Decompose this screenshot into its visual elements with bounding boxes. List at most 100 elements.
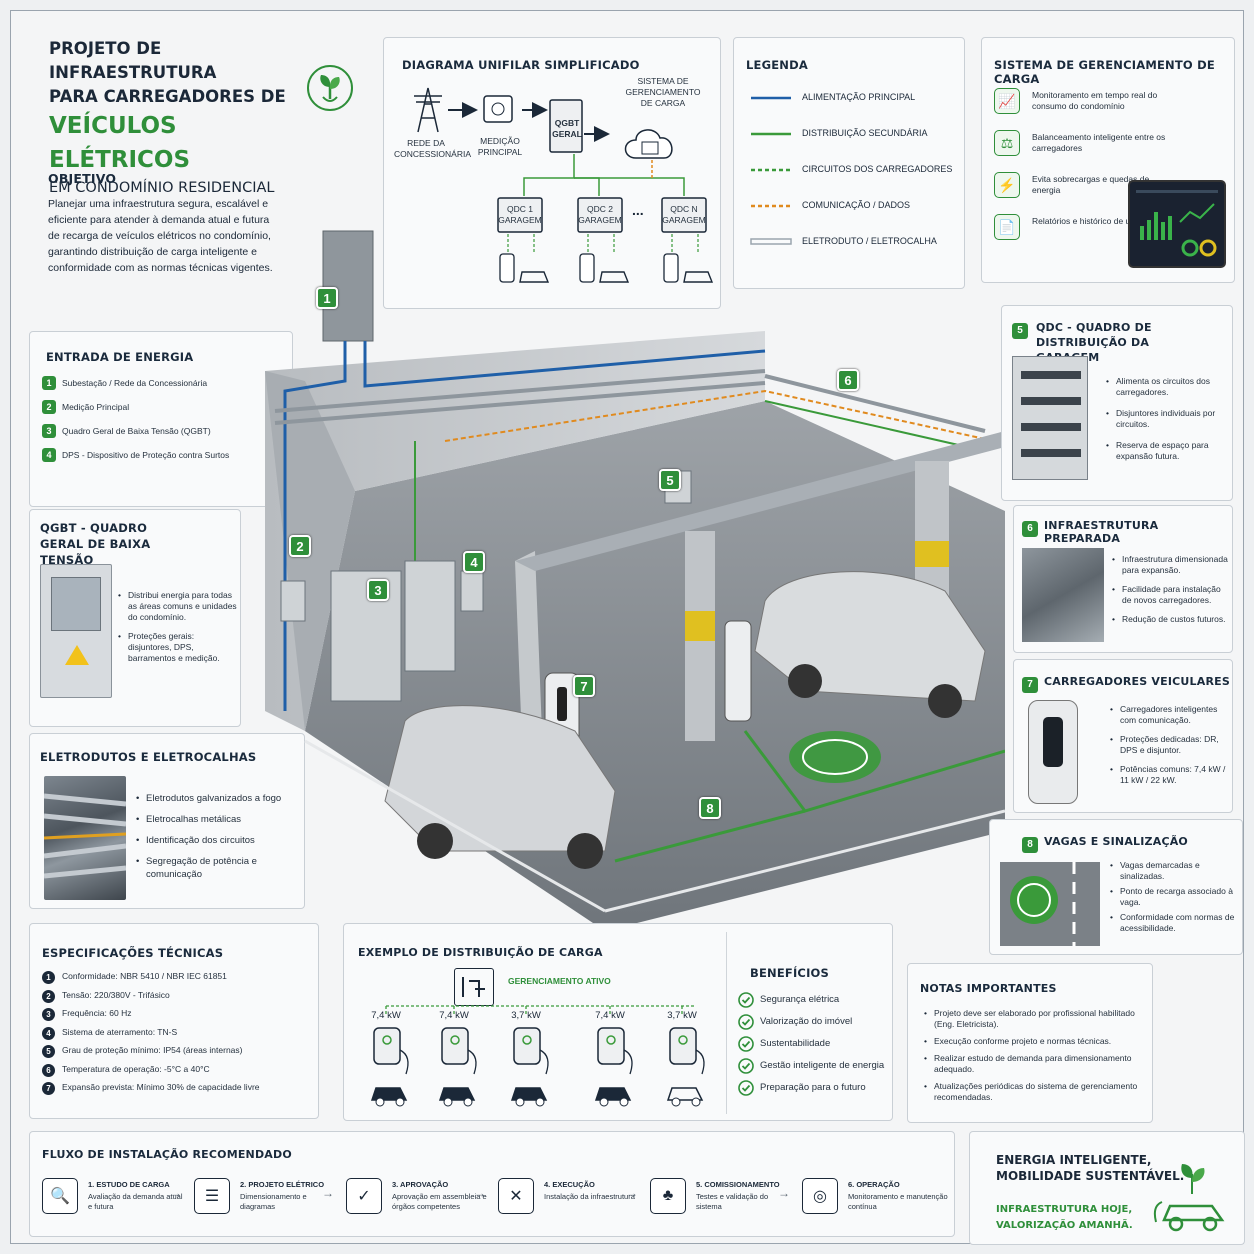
spec-item-label: Grau de proteção mínimo: IP54 (áreas int… — [62, 1045, 243, 1055]
carregadores-number: 7 — [1022, 676, 1038, 693]
carregadores-title: CARREGADORES VEICULARES — [1044, 675, 1230, 688]
qdc2-label: QDC 2 GARAGEM — [578, 204, 622, 225]
legend-label: DISTRIBUIÇÃO SECUNDÁRIA — [802, 128, 928, 138]
substation-box — [322, 230, 374, 342]
flow-arrow-icon: → — [778, 1186, 790, 1200]
slogan-line-3: INFRAESTRUTURA HOJE, — [996, 1204, 1133, 1215]
flow-step-title: 4. EXECUÇÃO — [544, 1180, 595, 1189]
qgbt-title: QGBT - QUADRO GERAL DE BAIXA TENSÃO — [40, 521, 151, 567]
warning-icon: ⚡ — [994, 172, 1020, 198]
rede-label: REDE DA CONCESSIONÁRIA — [394, 138, 471, 159]
charger-photo — [1028, 700, 1078, 804]
legend-item: ELETRODUTO / ELETROCALHA — [750, 234, 960, 250]
charger-power-label: 3,7 kW — [667, 1010, 697, 1021]
bullet-item: Execução conforme projeto e normas técni… — [924, 1036, 1146, 1047]
flow-step-title: 1. ESTUDO DE CARGA — [88, 1180, 170, 1189]
check-icon — [738, 1080, 754, 1096]
beneficio-item: Valorização do imóvel — [738, 1014, 888, 1036]
fluxo-panel: FLUXO DE INSTALAÇÃO RECOMENDADO 🔍 1. ESTU… — [29, 1131, 955, 1237]
bullet-item: Proteções dedicadas: DR, DPS e disjuntor… — [1110, 734, 1230, 756]
objetivo-text: Planejar uma infraestrutura segura, esca… — [48, 198, 273, 274]
sgc-panel: SISTEMA DE GERENCIAMENTO DE CARGA 📈Monit… — [981, 37, 1235, 283]
vagas-photo — [1000, 862, 1100, 946]
bullet-item: Disjuntores individuais por circuitos. — [1106, 408, 1228, 430]
spec-item-number: 6 — [42, 1063, 55, 1077]
check-icon — [738, 1058, 754, 1074]
checklist-icon: ☰ — [194, 1178, 230, 1214]
bullet-item: Segregação de potência e comunicação — [136, 855, 296, 881]
spec-item-number: 2 — [42, 989, 55, 1003]
spec-item-label: Expansão prevista: Mínimo 30% de capacid… — [62, 1082, 260, 1092]
flow-step-desc: Aprovação em assembleia e órgãos compete… — [392, 1192, 487, 1211]
qgbt-box — [549, 99, 583, 153]
slogan-line-1: ENERGIA INTELIGENTE, — [996, 1153, 1152, 1167]
cloud-server-icon — [624, 129, 673, 159]
ellipsis: ... — [632, 202, 644, 218]
fluxo-title: FLUXO DE INSTALAÇÃO RECOMENDADO — [42, 1148, 292, 1161]
dashboard-tablet — [1128, 180, 1226, 268]
entrada-title: ENTRADA DE ENERGIA — [46, 350, 194, 364]
bullet-item: Infraestrutura dimensionada para expansã… — [1112, 554, 1228, 576]
bullet-item: Facilidade para instalação de novos carr… — [1112, 584, 1228, 606]
entrada-item-number: 3 — [42, 424, 56, 438]
example-charger: 3,7 kW — [508, 1010, 564, 1114]
charger-car-icon — [666, 1027, 705, 1107]
garage-illustration — [265, 230, 1005, 931]
badge-3: 3 — [367, 579, 389, 601]
slogan-line-2: MOBILIDADE SUSTENTÁVEL. — [996, 1169, 1185, 1183]
bullet-item: Vagas demarcadas e sinalizadas. — [1110, 860, 1238, 882]
qdc-panel: 5 QDC - QUADRO DE DISTRIBUIÇÃO DA GARAGE… — [1001, 305, 1233, 501]
report-icon: 📄 — [994, 214, 1020, 240]
legend-swatch — [750, 238, 792, 245]
bullet-item: Realizar estudo de demanda para dimensio… — [924, 1053, 1146, 1075]
flow-arrow-icon: → — [474, 1186, 486, 1200]
example-charger: 7,4 kW — [592, 1010, 648, 1114]
diagrama-panel: DIAGRAMA UNIFILAR SIMPLIFICADO — [383, 37, 721, 309]
exemplo-title: EXEMPLO DE DISTRIBUIÇÃO DE CARGA — [358, 946, 603, 959]
objetivo-panel: OBJETIVO Planejar uma infraestrutura seg… — [37, 171, 307, 331]
badge-7: 7 — [573, 675, 595, 697]
bullet-item: Eletrocalhas metálicas — [136, 813, 296, 826]
bullet-item: Distribui energia para todas as áreas co… — [118, 590, 238, 623]
flow-step-desc: Monitoramento e manutenção contínua — [848, 1192, 948, 1211]
eletrodutos-title: ELETRODUTOS E ELETROCALHAS — [40, 750, 257, 764]
study-icon: 🔍 — [42, 1178, 78, 1214]
example-charger: 7,4 kW — [368, 1010, 424, 1114]
sistema-label: SISTEMA DE GERENCIAMENTO DE CARGA — [625, 76, 701, 108]
flow-arrow-icon: → — [322, 1186, 334, 1200]
charger-car-icon — [370, 1027, 409, 1107]
beneficio-label: Sustentabilidade — [760, 1038, 831, 1049]
meter-icon — [483, 95, 513, 123]
qdc-cabinet-image — [1012, 356, 1088, 480]
title-line-1: PROJETO DE INFRAESTRUTURA — [49, 39, 217, 82]
legend-swatch — [751, 168, 791, 172]
beneficio-item: Gestão inteligente de energia — [738, 1058, 888, 1080]
charger-power-label: 7,4 kW — [439, 1010, 469, 1021]
specs-title: ESPECIFICAÇÕES TÉCNICAS — [42, 946, 224, 960]
power-tower-icon — [414, 87, 442, 133]
qdc-number: 5 — [1012, 322, 1028, 339]
flow-step-desc: Avaliação da demanda atual e futura — [88, 1192, 183, 1211]
infra-photo — [1022, 548, 1104, 642]
spec-item-label: Temperatura de operação: -5°C a 40°C — [62, 1063, 210, 1074]
spec-item: 2 Tensão: 220/380V - Trifásico — [42, 989, 314, 1008]
notas-panel: NOTAS IMPORTANTES Projeto deve ser elabo… — [907, 963, 1153, 1123]
title-line-2: PARA CARREGADORES DE — [49, 87, 286, 106]
single-line-diagram — [414, 87, 714, 283]
beneficio-item: Preparação para o futuro — [738, 1080, 888, 1102]
qgbt-panel: QGBT - QUADRO GERAL DE BAIXA TENSÃO Dist… — [29, 509, 241, 727]
entrada-item-number: 4 — [42, 448, 56, 462]
balance-icon: ⚖ — [994, 130, 1020, 156]
charger-car-icon — [510, 1027, 549, 1107]
slogan-panel: ENERGIA INTELIGENTE, MOBILIDADE SUSTENTÁ… — [969, 1131, 1245, 1245]
badge-1: 1 — [316, 287, 338, 309]
spec-item-label: Tensão: 220/380V - Trifásico — [62, 989, 170, 1000]
